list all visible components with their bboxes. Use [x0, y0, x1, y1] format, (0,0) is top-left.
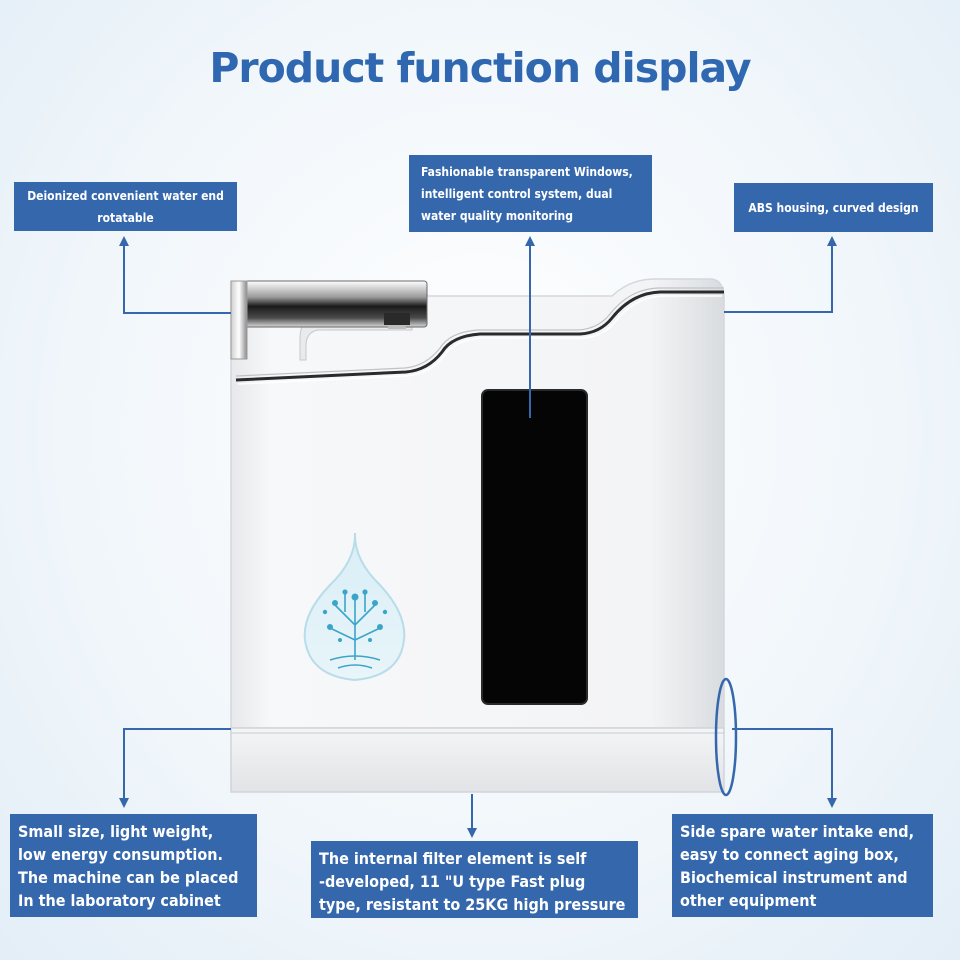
callout-bottom-right-line-2: easy to connect aging box, [680, 845, 899, 864]
callout-top-center-line-1: Fashionable transparent Windows, [421, 164, 633, 179]
callout-top-left-line-1: Deionized convenient water end [27, 188, 224, 203]
callout-bottom-right-line-1: Side spare water intake end, [680, 822, 915, 841]
callout-bottom-left-line-1: Small size, light weight, [18, 822, 214, 841]
callout-top-left-line-2: rotatable [97, 210, 154, 225]
callout-bottom-left-line-2: low energy consumption. [18, 845, 223, 864]
water-drop-tree-icon [303, 532, 406, 682]
callout-bottom-right-line-4: other equipment [680, 891, 817, 910]
callout-bottom-center-line-1: The internal filter element is self [319, 849, 587, 868]
callout-bottom-left-line-3: The machine can be placed [18, 868, 239, 887]
connector-lines [123, 244, 833, 830]
callout-bottom-left: Small size, light weight, low energy con… [10, 814, 257, 917]
transparent-window [481, 389, 588, 705]
callout-bottom-center-line-2: -developed, 11 "U type Fast plug [319, 872, 586, 891]
connector-arrowheads [119, 236, 837, 838]
callout-top-center: Fashionable transparent Windows, intelli… [409, 155, 652, 232]
callout-bottom-center-line-3: type, resistant to 25KG high pressure [319, 895, 626, 914]
side-intake-highlight [714, 677, 738, 797]
callout-top-right: ABS housing, curved design [734, 183, 933, 232]
callout-top-center-line-3: water quality monitoring [421, 208, 573, 223]
callout-bottom-right: Side spare water intake end, easy to con… [672, 814, 933, 917]
callout-bottom-center: The internal filter element is self -dev… [311, 841, 638, 918]
callout-top-left: Deionized convenient water end rotatable [14, 182, 237, 231]
callout-bottom-left-line-4: In the laboratory cabinet [18, 891, 221, 910]
callout-bottom-right-line-3: Biochemical instrument and [680, 868, 908, 887]
water-faucet [230, 280, 428, 361]
page-title: Product function display [209, 44, 751, 92]
callout-top-center-line-2: intelligent control system, dual [421, 186, 613, 201]
callout-top-right-line-1: ABS housing, curved design [748, 200, 919, 215]
